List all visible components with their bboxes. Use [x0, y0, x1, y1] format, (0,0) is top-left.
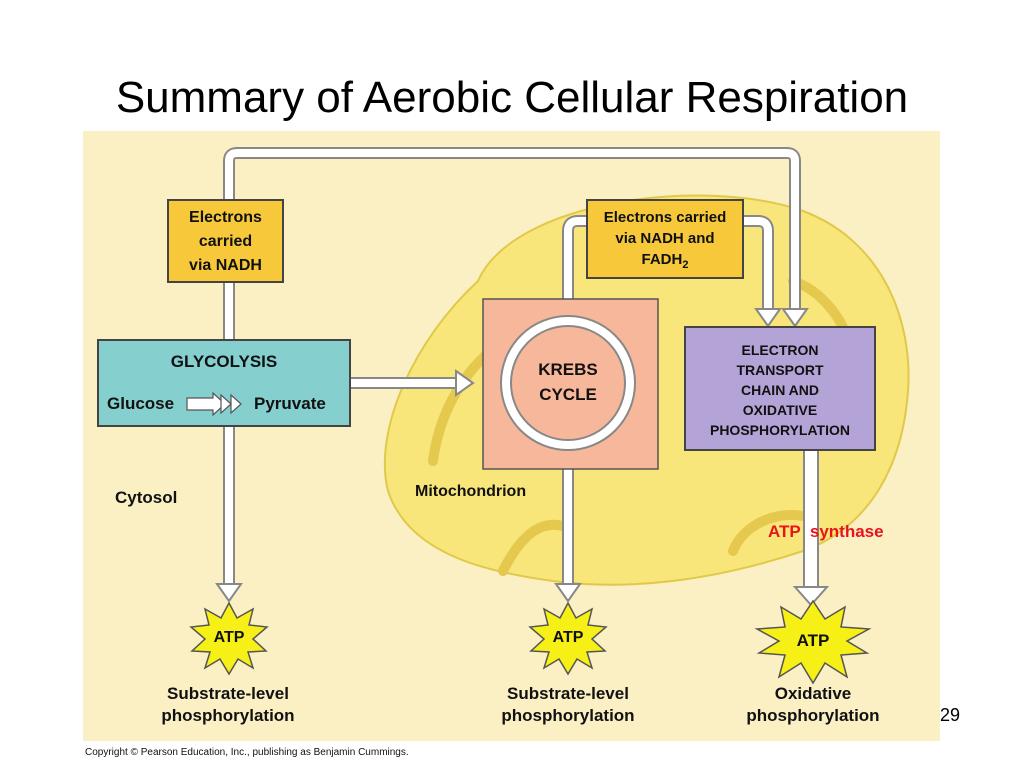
etc-line-2: TRANSPORT	[736, 362, 824, 378]
electrons-nadh-box: Electrons carried via NADH	[167, 199, 284, 283]
glycolysis-box: GLYCOLYSIS Glucose Pyruvate	[97, 339, 351, 427]
arrowhead-etc-1	[781, 308, 809, 328]
atp-burst-1	[189, 601, 269, 676]
krebs-line-2: CYCLE	[539, 385, 597, 404]
electrons-nadh-line-1: Electrons	[189, 209, 262, 226]
arrowhead-atp-2	[554, 583, 582, 603]
atp-label-3: ATP	[796, 631, 830, 650]
atp-synthase-label: ATP synthase	[768, 522, 884, 541]
respiration-diagram: Electrons carried via NADH Electrons car…	[83, 131, 940, 741]
output-1-line-1: Substrate-level	[167, 684, 289, 703]
inner-membrane	[428, 276, 853, 576]
output-2-line-1: Substrate-level	[507, 684, 629, 703]
mitochondrion-label: Mitochondrion	[415, 483, 527, 500]
electrons-nadh-line-3: via NADH	[189, 257, 262, 274]
glycolysis-arrows-icon	[186, 391, 242, 417]
page-number: 29	[940, 705, 961, 725]
krebs-line-1: KREBS	[538, 360, 598, 379]
atp-burst-3	[754, 599, 872, 685]
output-3-line-1: Oxidative	[774, 684, 852, 703]
output-label-3: Oxidative phosphorylation	[718, 683, 908, 727]
etc-line-1: ELECTRON	[741, 342, 819, 358]
output-3-line-2: phosphorylation	[746, 706, 880, 725]
output-label-1: Substrate-level phosphorylation	[133, 683, 323, 727]
etc-line-4: OXIDATIVE	[742, 402, 818, 418]
glycolysis-title: GLYCOLYSIS	[170, 352, 278, 371]
output-2-line-2: phosphorylation	[501, 706, 635, 725]
slide-title: Summary of Aerobic Cellular Respiration	[115, 73, 909, 122]
arrowhead-atp-1	[215, 583, 243, 603]
krebs-label: KREBS CYCLE	[513, 357, 623, 407]
electrons-fadh-line-3: FADH2	[641, 251, 689, 271]
electrons-nadh-fadh2-box: Electrons carried via NADH and FADH2	[586, 199, 744, 279]
atp-burst-2	[528, 601, 608, 676]
glucose-label: Glucose	[107, 394, 175, 413]
atp-label-1: ATP	[213, 629, 245, 646]
cytosol-label: Cytosol	[115, 488, 178, 507]
etc-line-5: PHOSPHORYLATION	[709, 422, 850, 438]
etc-line-3: CHAIN AND	[740, 382, 820, 398]
etc-box: ELECTRON TRANSPORT CHAIN AND OXIDATIVE P…	[684, 326, 876, 451]
output-label-2: Substrate-level phosphorylation	[473, 683, 663, 727]
arrowhead-etc-2	[754, 308, 782, 328]
electrons-fadh-line-2: via NADH and	[615, 230, 715, 247]
arrowhead-atp-3	[792, 586, 830, 607]
output-1-line-2: phosphorylation	[161, 706, 295, 725]
electrons-nadh-line-2: carried	[198, 233, 253, 250]
pyruvate-label: Pyruvate	[254, 394, 326, 413]
atp-label-2: ATP	[552, 629, 584, 646]
electrons-fadh-line-1: Electrons carried	[603, 209, 727, 226]
copyright-notice: Copyright © Pearson Education, Inc., pub…	[85, 747, 409, 758]
